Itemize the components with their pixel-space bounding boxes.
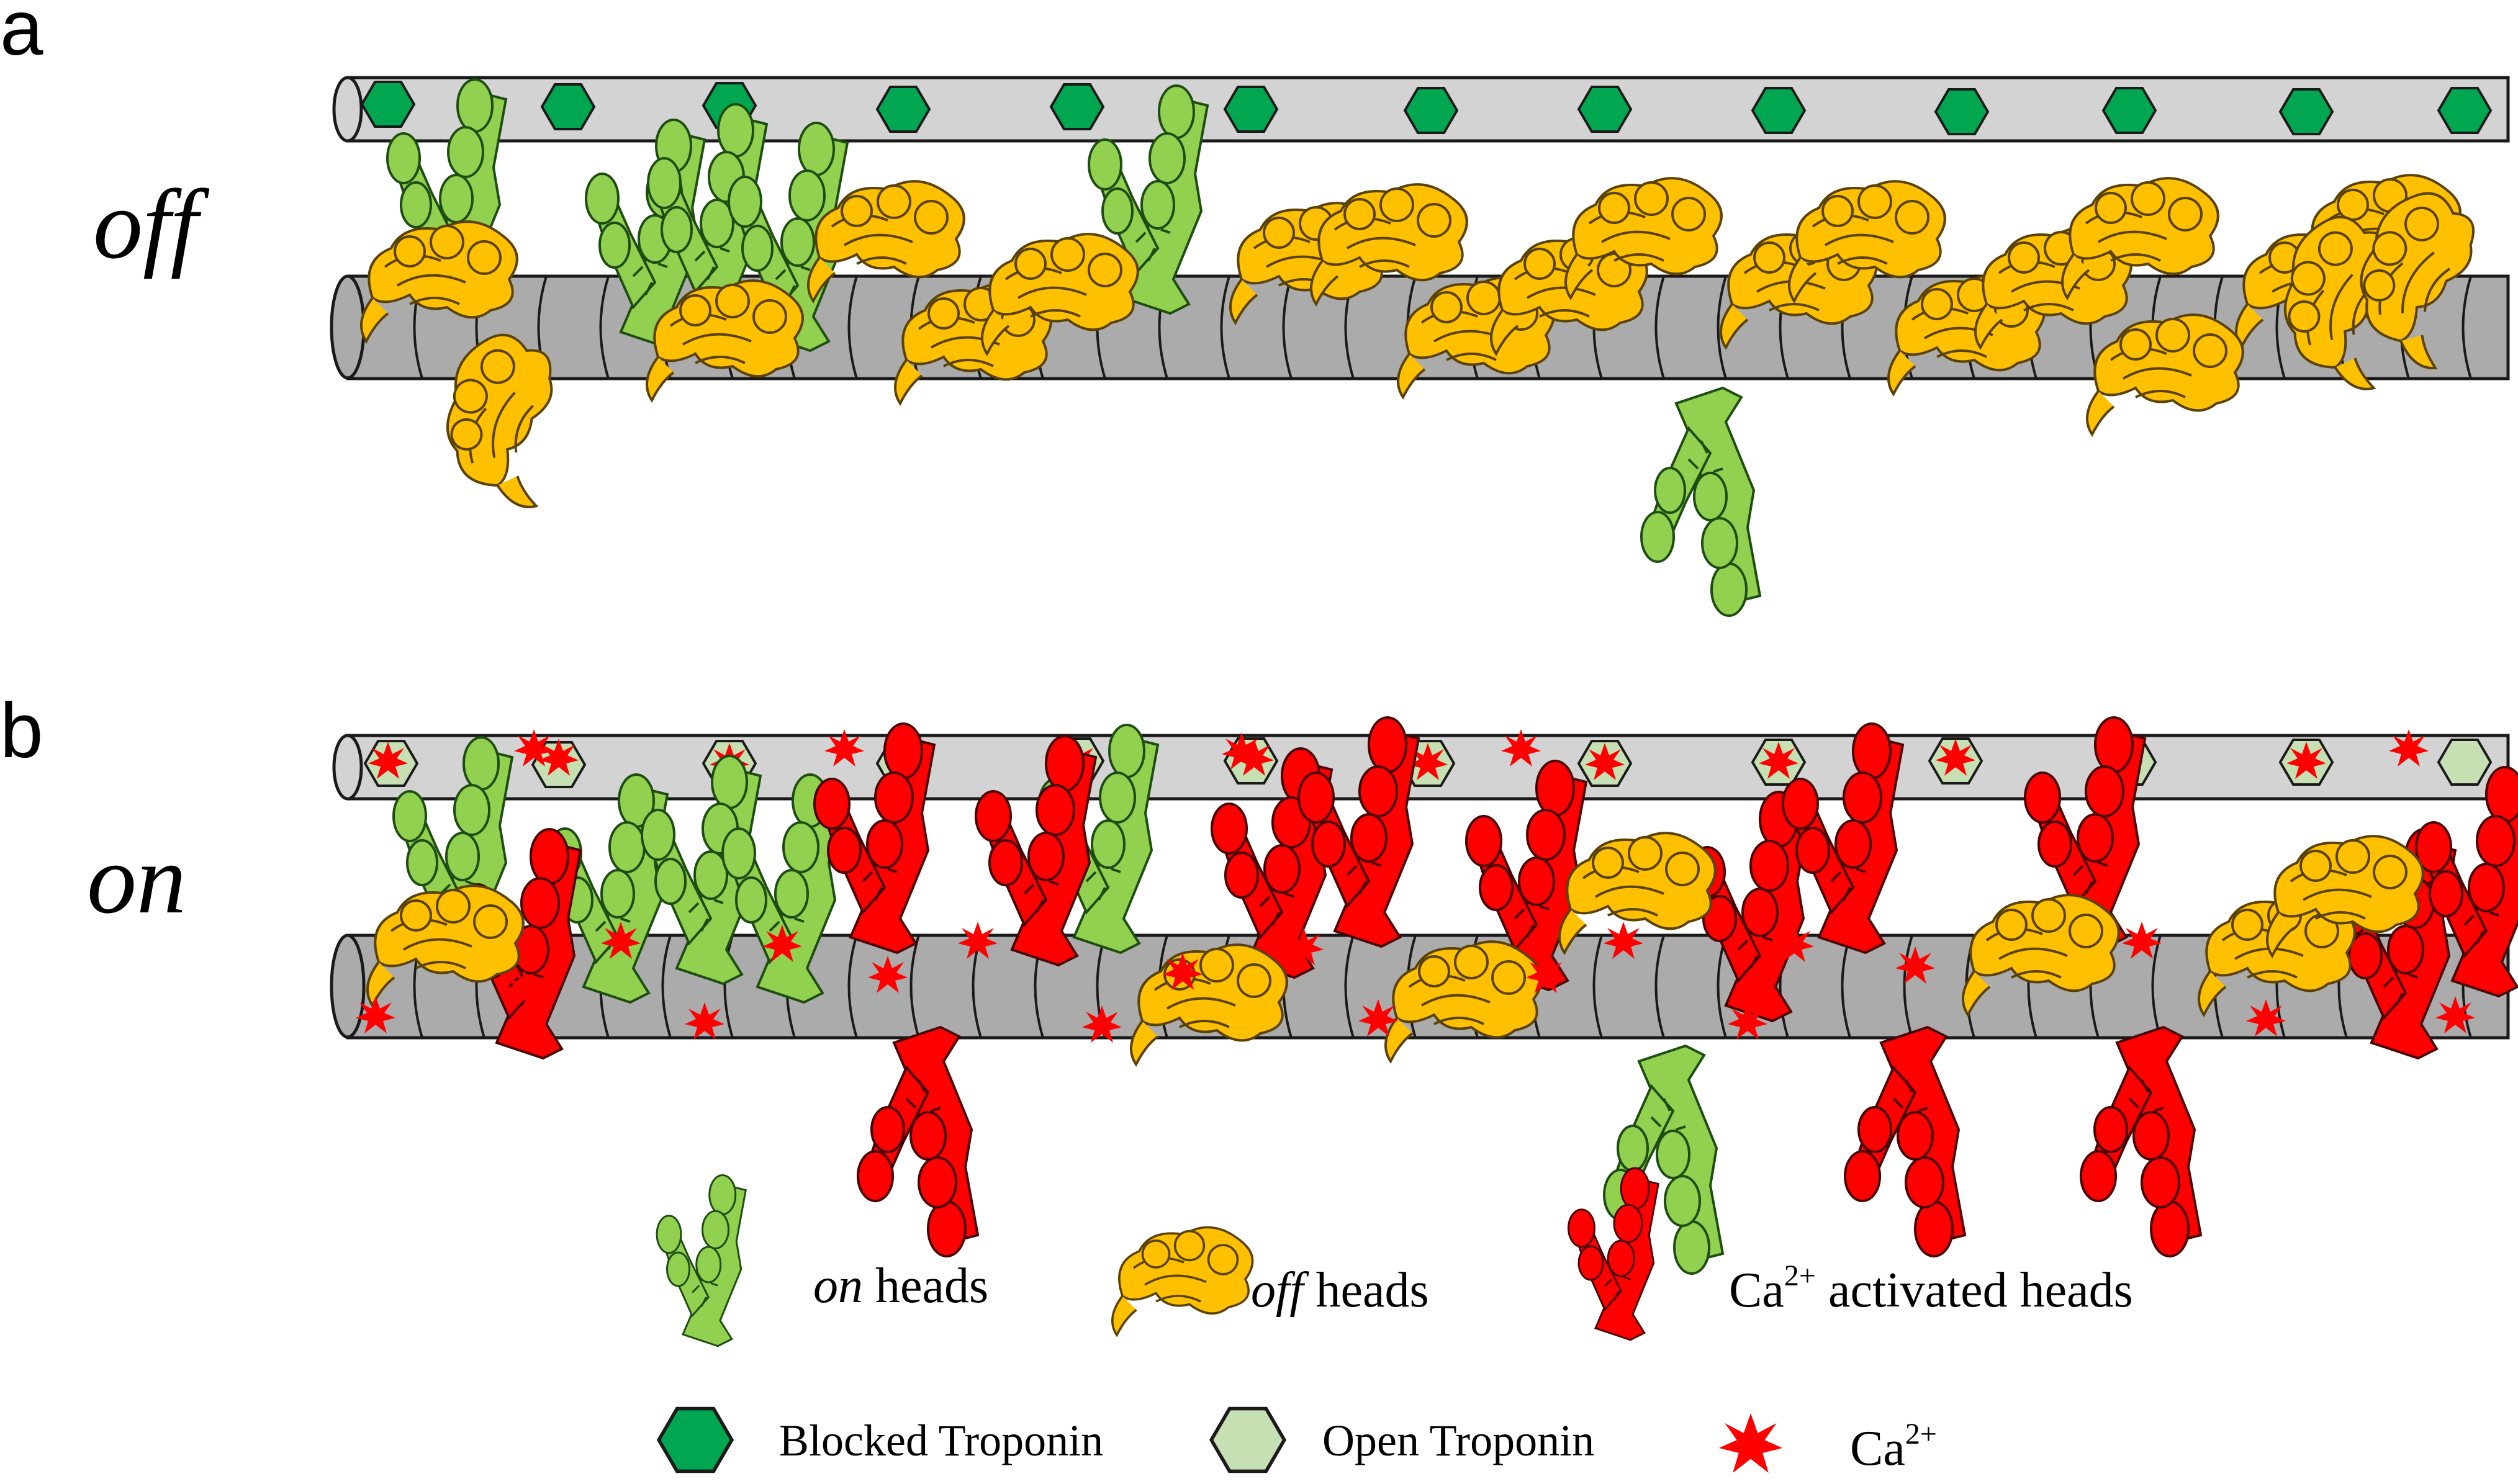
legend-blocked-troponin: Blocked Troponin	[779, 1416, 1103, 1465]
legend: on heads off heads Ca2+ activated heads …	[656, 1167, 2133, 1476]
legend-open-troponin: Open Troponin	[1322, 1416, 1594, 1465]
blocked-troponin-icon	[659, 1409, 732, 1472]
legend-ca-heads: Ca2+ activated heads	[1729, 1259, 2133, 1318]
legend-off-heads: off heads	[1251, 1263, 1429, 1318]
panel-a-letter: a	[0, 0, 43, 71]
legend-calcium: Ca2+	[1850, 1418, 1937, 1476]
panel-b-state-label: on	[87, 824, 186, 934]
calcium-icon	[1718, 1413, 1783, 1473]
on-head-icon	[656, 1174, 747, 1347]
off-head-icon	[1111, 1226, 1254, 1336]
panel-b-letter: b	[0, 688, 43, 774]
legend-on-heads: on heads	[813, 1259, 988, 1313]
open-troponin-icon	[1211, 1409, 1284, 1472]
panel-a-state-label: off	[93, 169, 209, 279]
myosin-heads-a	[360, 78, 2512, 617]
